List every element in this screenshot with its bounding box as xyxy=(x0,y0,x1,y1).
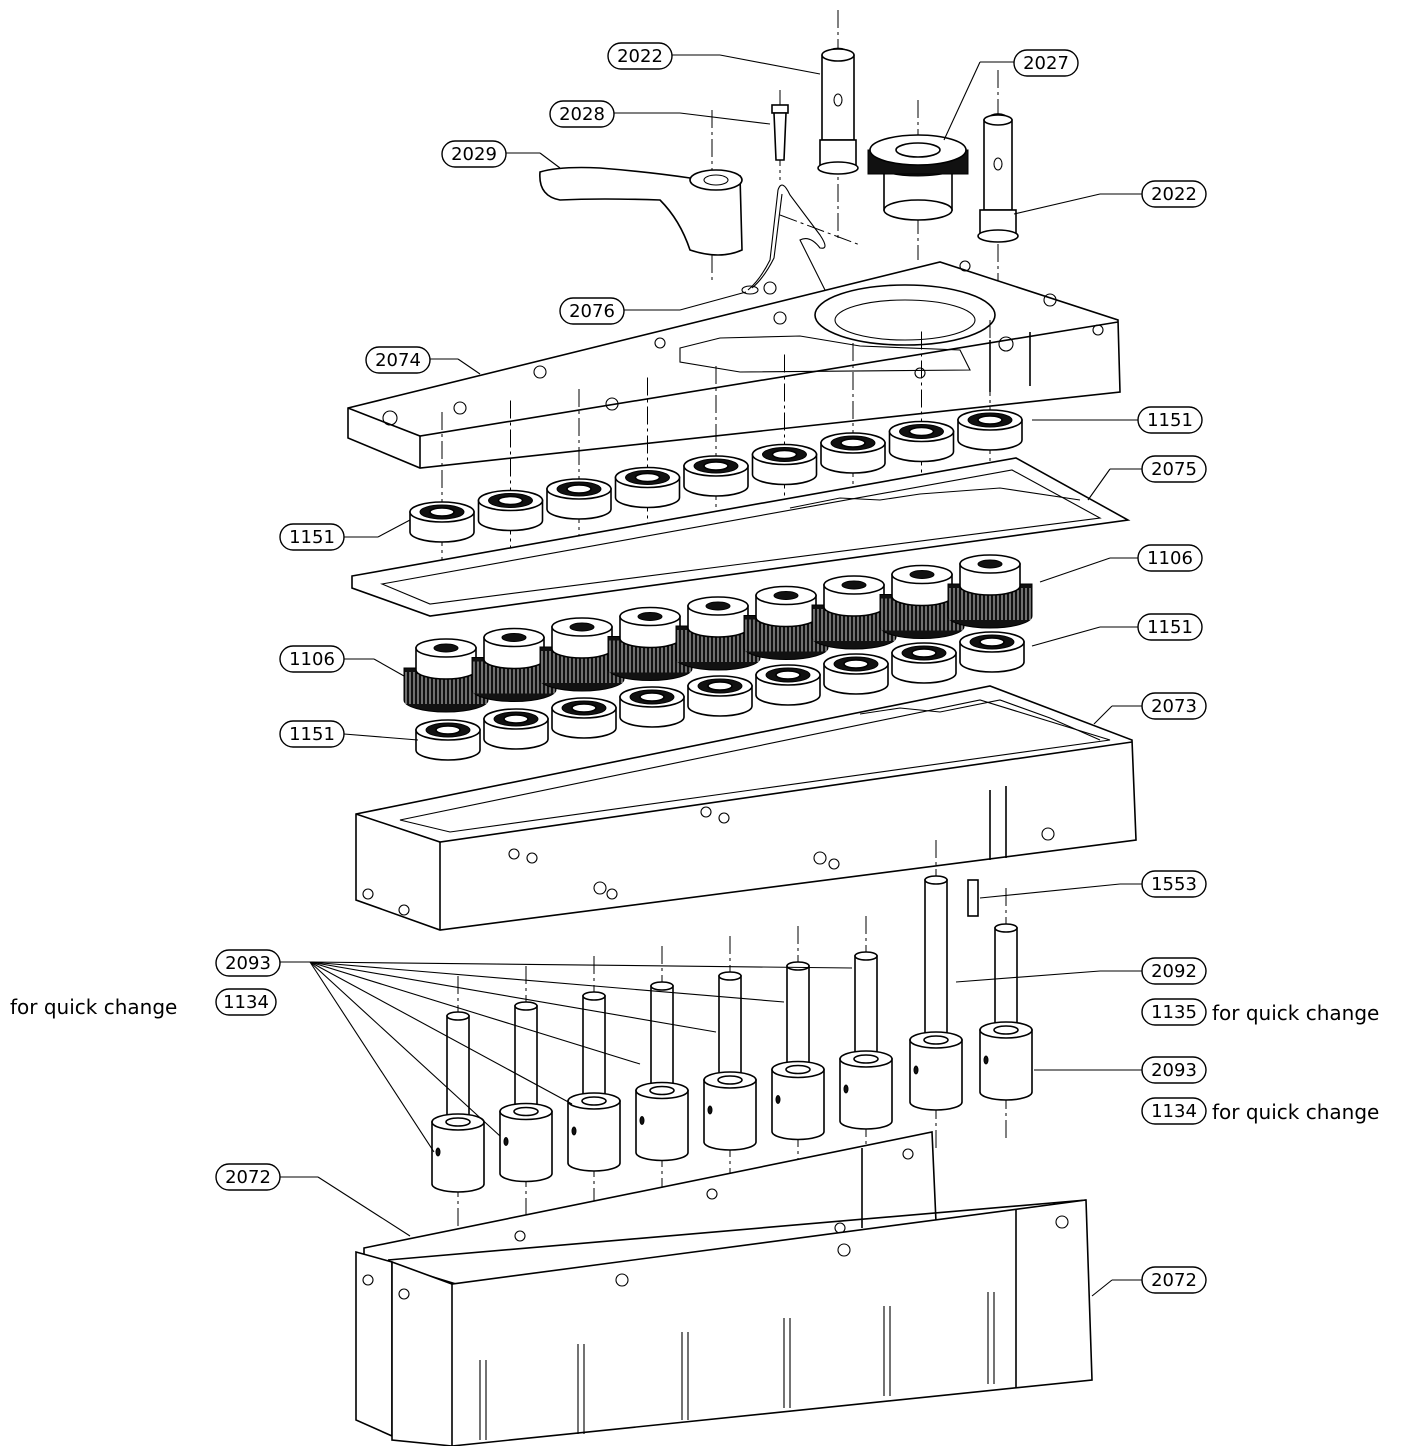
callout-1106-b: 1106 xyxy=(289,649,335,670)
lever-2029 xyxy=(539,110,743,280)
callout-2093-right: 2093 xyxy=(1151,1060,1197,1081)
note-quick-change-1134: for quick change xyxy=(1212,1100,1379,1124)
bearing-1151-upper xyxy=(477,489,544,532)
bearing-1151-upper xyxy=(683,455,749,497)
callout-2029: 2029 xyxy=(451,144,497,165)
bearing-1151-lower xyxy=(823,653,889,695)
callout-1134-right: 1134 xyxy=(1151,1101,1197,1122)
bearing-1151-upper xyxy=(409,501,475,543)
callout-1151-b: 1151 xyxy=(289,527,335,548)
gear-row-1106 xyxy=(403,554,1033,713)
callout-2028: 2028 xyxy=(559,104,605,125)
gear-2027 xyxy=(867,100,969,260)
gear-1106 xyxy=(947,554,1033,629)
callout-1553: 1553 xyxy=(1151,874,1197,895)
callout-1106-a: 1106 xyxy=(1147,548,1193,569)
bearing-1151-lower xyxy=(483,708,549,750)
key-1553 xyxy=(967,879,979,917)
shaft-2093 xyxy=(979,888,1033,1140)
shaft-2093 xyxy=(771,926,825,1180)
gear-housing-2073 xyxy=(355,685,1137,931)
note-quick-change-1135: for quick change xyxy=(1212,1001,1379,1025)
callout-1135: 1135 xyxy=(1151,1002,1197,1023)
gear-1106 xyxy=(403,638,489,713)
upper-pin-2022 xyxy=(817,10,859,240)
spring-2076 xyxy=(741,184,861,301)
callout-1134-left: 1134 xyxy=(223,992,269,1013)
bearing-1151-lower xyxy=(619,686,685,728)
callout-1151-d: 1151 xyxy=(289,724,335,745)
bearing-1151-upper xyxy=(820,432,886,474)
shaft-row-2093 xyxy=(431,840,1033,1232)
callout-1151-c: 1151 xyxy=(1147,617,1193,638)
gear-1106 xyxy=(879,564,965,639)
bearing-1151-lower xyxy=(551,697,617,739)
callout-2073: 2073 xyxy=(1151,696,1197,717)
shaft-2092 xyxy=(909,840,963,1150)
callout-2093-left: 2093 xyxy=(225,953,271,974)
callout-2075: 2075 xyxy=(1151,459,1197,480)
shaft-2093 xyxy=(567,956,621,1211)
bearing-1151-lower xyxy=(959,631,1025,673)
callout-2072-right: 2072 xyxy=(1151,1270,1197,1291)
bearing-1151-lower xyxy=(755,664,821,706)
gear-1106 xyxy=(471,627,557,702)
shaft-2093 xyxy=(635,946,689,1201)
cover-plate-2074 xyxy=(347,260,1121,469)
callout-2074: 2074 xyxy=(375,350,421,371)
gasket-2075 xyxy=(351,457,1131,617)
shaft-2093 xyxy=(703,936,757,1190)
callout-1151-a: 1151 xyxy=(1147,410,1193,431)
screw-2028 xyxy=(771,90,789,180)
callout-2076: 2076 xyxy=(569,301,615,322)
note-quick-change-left: for quick change xyxy=(10,995,177,1019)
bearing-1151-upper xyxy=(888,420,955,463)
shaft-2093 xyxy=(499,966,553,1222)
pin-2022-right xyxy=(977,70,1019,360)
bearing-1151-lower xyxy=(687,675,753,717)
callout-2022-top: 2022 xyxy=(617,46,663,67)
bearing-1151-upper xyxy=(546,478,612,520)
callout-2022-right: 2022 xyxy=(1151,184,1197,205)
bearing-1151-upper xyxy=(614,466,681,509)
bearing-1151-upper xyxy=(751,443,818,486)
bearing-1151-lower xyxy=(415,719,481,761)
shaft-2093 xyxy=(839,916,893,1169)
callout-2027: 2027 xyxy=(1023,53,1069,74)
bearing-row-upper xyxy=(409,320,1023,572)
callout-2072-left: 2072 xyxy=(225,1167,271,1188)
callouts: 2022 2027 2028 2029 2022 2076 2074 1151 … xyxy=(10,42,1379,1297)
bearing-1151-upper xyxy=(957,409,1023,451)
gear-1106 xyxy=(607,606,693,681)
bearing-row-lower xyxy=(415,631,1025,761)
callout-2092: 2092 xyxy=(1151,961,1197,982)
shaft-2093 xyxy=(431,976,485,1232)
bearing-1151-lower xyxy=(891,642,957,684)
gear-1106 xyxy=(675,596,761,671)
guard-plate-2072-front xyxy=(355,1199,1093,1446)
